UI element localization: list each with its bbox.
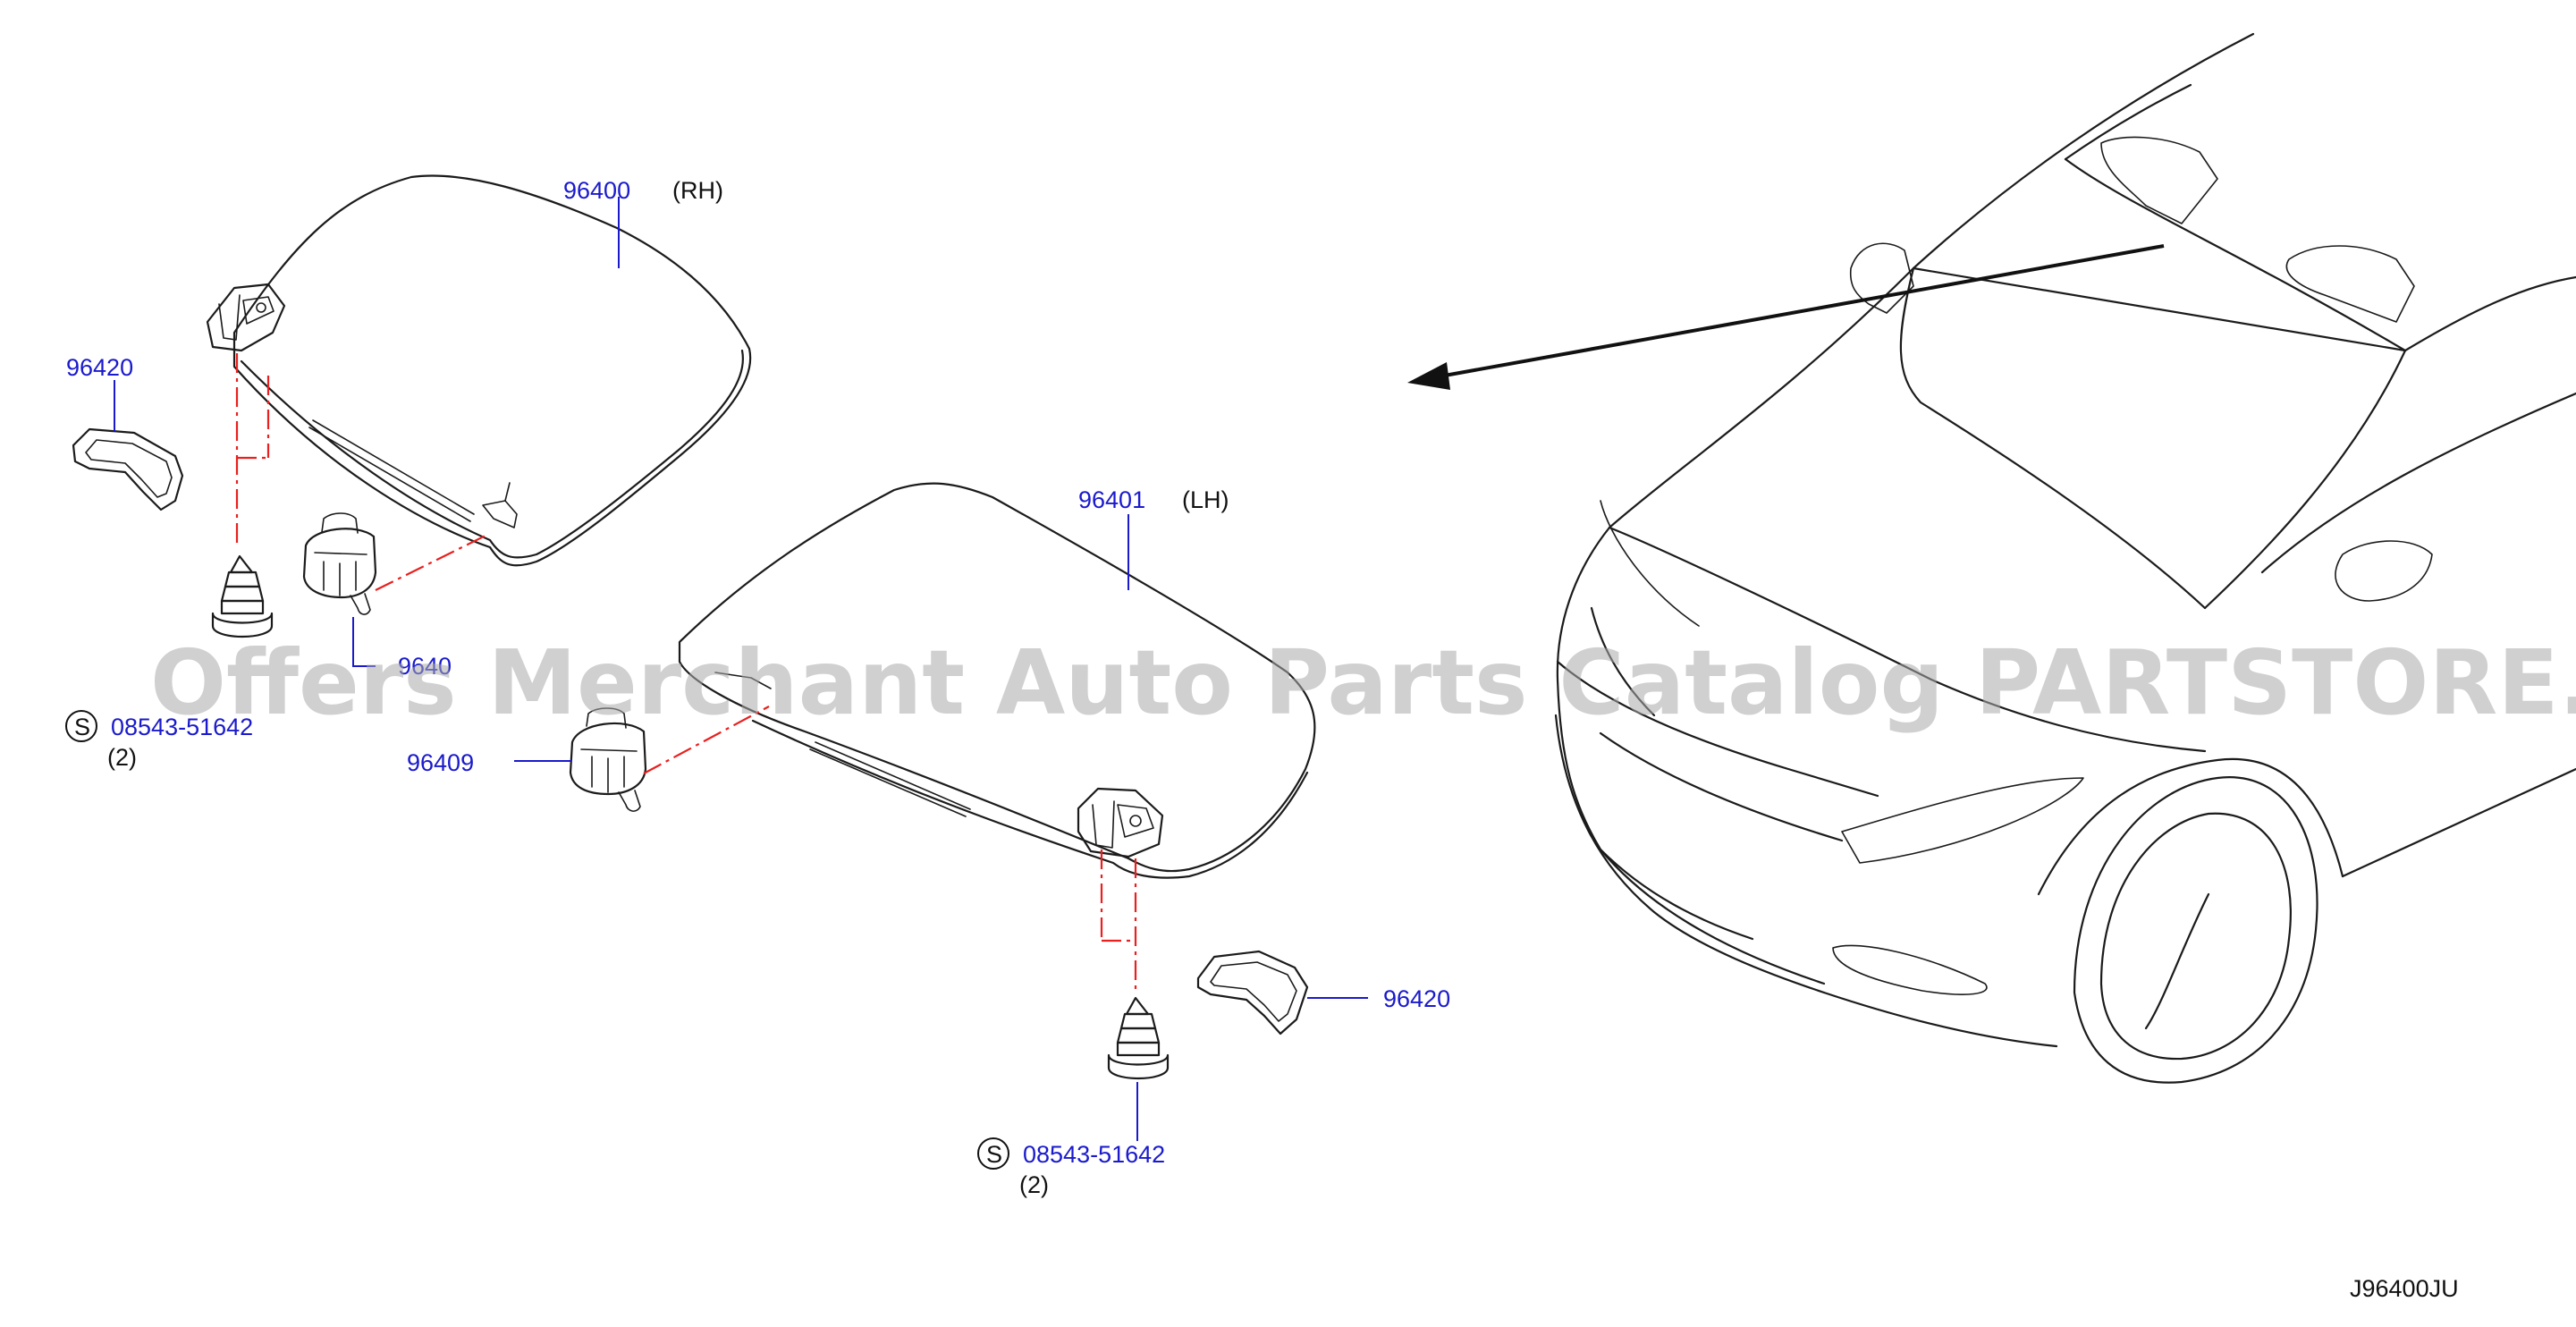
diagram-code: J96400JU [2350,1275,2459,1302]
qty-screw-upper: (2) [107,744,137,771]
callout-lh-side: (LH) [1182,486,1229,513]
rh-sun-visor[interactable] [232,174,752,567]
std-symbol-lower: S [977,1137,1009,1170]
callout-cover-lower[interactable]: 96420 [1383,985,1450,1012]
callout-screw-lower[interactable]: 08543-51642 [1023,1141,1165,1168]
std-symbol-upper: S [65,710,97,742]
visor-holder-lower[interactable] [569,707,647,812]
screw-upper[interactable] [211,554,274,638]
visor-cover-lower[interactable] [1196,950,1309,1035]
lh-visor-pivot-bracket[interactable] [1077,787,1164,858]
watermark: Offers Merchant Auto Parts Catalog PARTS… [150,630,2576,735]
callout-rh-visor[interactable]: 96400 [563,177,630,204]
callout-screw-upper[interactable]: 08543-51642 [111,714,253,740]
callout-holder-lower[interactable]: 96409 [407,749,474,776]
lh-sun-visor[interactable] [678,482,1316,879]
callout-rh-side: (RH) [672,177,723,204]
callout-lh-visor[interactable]: 96401 [1078,486,1145,513]
qty-screw-lower: (2) [1019,1171,1049,1198]
assembly-centerlines-lower [643,706,1137,993]
assembly-centerlines-upper [235,353,488,591]
reference-arrow [1407,244,2165,390]
std-symbol-upper-letter: S [74,714,90,740]
vehicle-illustration [1554,32,2576,1084]
callout-leaders [114,197,1368,1141]
callout-cover-upper[interactable]: 96420 [66,354,133,381]
visor-holder-upper[interactable] [302,512,377,615]
rh-visor-pivot-bracket[interactable] [206,283,286,352]
visor-cover-upper[interactable] [72,427,184,511]
std-symbol-lower-letter: S [986,1141,1002,1168]
screw-lower[interactable] [1107,996,1170,1080]
callout-holder-upper[interactable]: 9640 [398,653,452,680]
